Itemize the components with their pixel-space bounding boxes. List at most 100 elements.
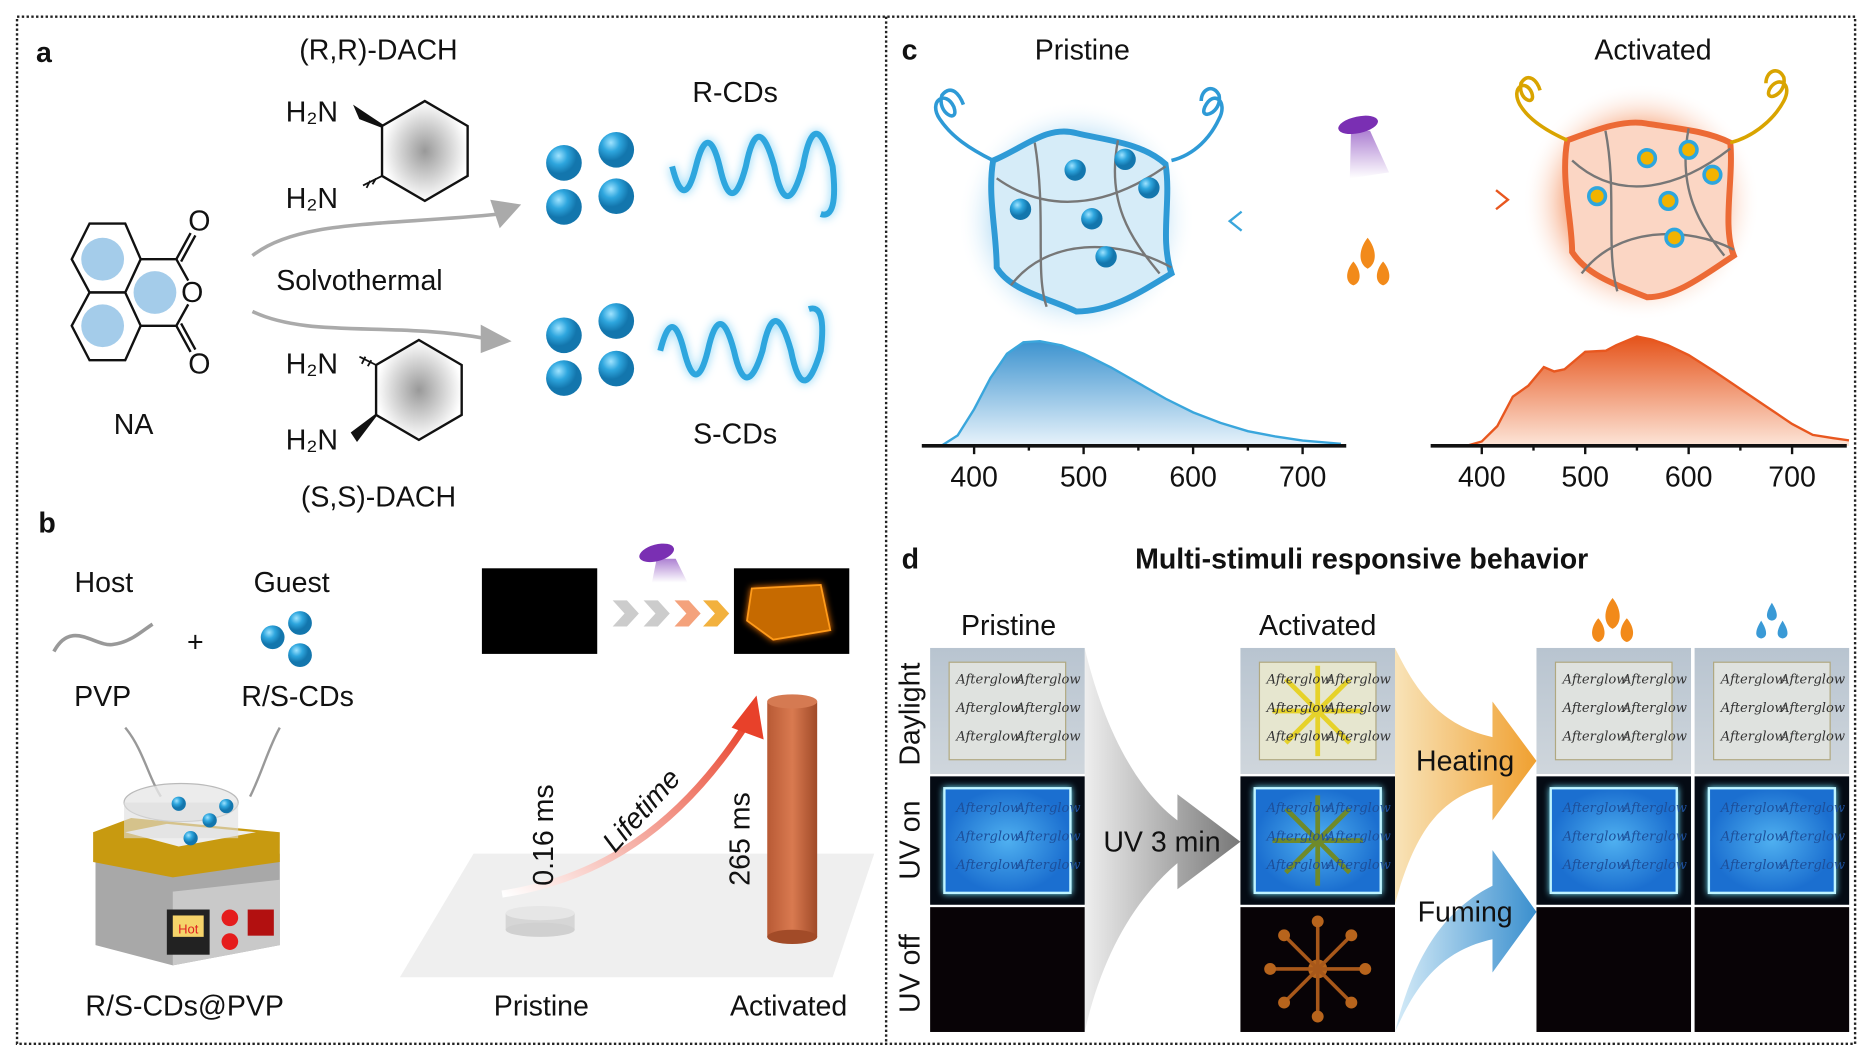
- uv-lamp-icon: [639, 543, 688, 583]
- host-label: Host: [75, 567, 134, 599]
- photo-pristine-uv-off: [930, 907, 1085, 1032]
- progress-chevrons-icon: [612, 600, 730, 627]
- sample-handwriting: Afterglow: [1266, 801, 1332, 816]
- sample-handwriting: Afterglow: [1325, 830, 1391, 845]
- photo-activated-uv-off: [1240, 907, 1395, 1032]
- sample-handwriting: Afterglow: [1015, 730, 1081, 745]
- sample-handwriting: Afterglow: [1562, 830, 1628, 845]
- lifetime-arrow: [501, 717, 753, 898]
- heating-label: Heating: [1416, 745, 1514, 777]
- sample-handwriting: Afterglow: [1621, 730, 1687, 745]
- sample-handwriting: Afterglow: [1015, 673, 1081, 688]
- photo-grid: AfterglowAfterglowAfterglowAfterglowAfte…: [930, 647, 1850, 1032]
- sample-handwriting: Afterglow: [1562, 673, 1628, 688]
- sample-handwriting: Afterglow: [1015, 701, 1081, 716]
- uv-lamp-icon: [1338, 115, 1390, 179]
- pristine-disc: [505, 905, 575, 937]
- sample-handwriting: Afterglow: [1266, 673, 1332, 688]
- sample-handwriting: Afterglow: [955, 858, 1021, 873]
- uv-step-label: UV 3 min: [1103, 826, 1220, 858]
- na-molecule: O O O: [70, 206, 210, 380]
- r-helix-icon: [669, 130, 838, 218]
- oxygen-label: O: [181, 277, 203, 309]
- pristine-matrix-icon: [933, 86, 1224, 339]
- oxygen-label: O: [188, 206, 210, 238]
- s-cds-label: S-CDs: [693, 418, 777, 450]
- heating-flame-icon: [1592, 598, 1634, 643]
- sample-handwriting: Afterglow: [1325, 730, 1391, 745]
- sample-handwriting: Afterglow: [1779, 801, 1845, 816]
- panel-d: d Multi-stimuli responsive behavior Pris…: [894, 543, 1850, 1032]
- r-cds-dots: [546, 131, 635, 225]
- col-pristine-label: Pristine: [961, 610, 1056, 642]
- photo-heated-daylight: AfterglowAfterglowAfterglowAfterglowAfte…: [1536, 647, 1692, 774]
- panel-label-a: a: [36, 37, 53, 69]
- row-label-daylight: Daylight: [894, 663, 926, 766]
- hot-display: Hot: [178, 921, 199, 936]
- x-tick-label: 500: [1060, 461, 1108, 493]
- fuming-drops-icon: [1756, 602, 1788, 639]
- sample-handwriting: Afterglow: [1779, 673, 1845, 688]
- h2n-label: H₂N: [286, 96, 338, 128]
- photo-heated-uv-on: AfterglowAfterglowAfterglowAfterglowAfte…: [1536, 776, 1692, 905]
- h2n-label: H₂N: [286, 348, 338, 380]
- x-tick-label: 700: [1768, 461, 1816, 493]
- guest-dots: [260, 611, 312, 667]
- reaction-arrow-s: [251, 309, 489, 341]
- panel-d-title: Multi-stimuli responsive behavior: [1135, 543, 1588, 575]
- sample-handwriting: Afterglow: [955, 701, 1021, 716]
- sample-handwriting: Afterglow: [955, 801, 1021, 816]
- photo-fumed-uv-on: AfterglowAfterglowAfterglowAfterglowAfte…: [1694, 776, 1850, 905]
- r-cds-label: R-CDs: [692, 77, 778, 109]
- sample-handwriting: Afterglow: [1562, 858, 1628, 873]
- sample-handwriting: Afterglow: [1266, 701, 1332, 716]
- composite-label: R/S-CDs@PVP: [85, 990, 283, 1022]
- sample-handwriting: Afterglow: [1720, 858, 1786, 873]
- sample-handwriting: Afterglow: [1720, 730, 1786, 745]
- arrowhead-icon: [490, 199, 522, 229]
- pristine-label: Pristine: [494, 990, 589, 1022]
- sample-handwriting: Afterglow: [1621, 801, 1687, 816]
- photo-activated-daylight: AfterglowAfterglowAfterglowAfterglowAfte…: [1240, 647, 1395, 774]
- ss-dach-structure: H₂N H₂N: [286, 338, 463, 456]
- sample-handwriting: Afterglow: [1621, 673, 1687, 688]
- photo-heated-uv-off: [1536, 907, 1692, 1032]
- activated-title: Activated: [1594, 34, 1711, 66]
- activated-lifetime-value: 265 ms: [724, 792, 756, 886]
- sample-handwriting: Afterglow: [1266, 858, 1332, 873]
- row-label-uv-off: UV off: [894, 934, 926, 1013]
- arrowhead-icon: [480, 324, 512, 354]
- sample-handwriting: Afterglow: [1562, 701, 1628, 716]
- x-tick-label: 700: [1279, 461, 1327, 493]
- photo-pristine-daylight: AfterglowAfterglowAfterglowAfterglowAfte…: [930, 647, 1085, 774]
- sample-handwriting: Afterglow: [1720, 801, 1786, 816]
- rr-dach-label: (R,R)-DACH: [299, 34, 457, 66]
- spectrum-line: [940, 340, 1342, 447]
- na-label: NA: [114, 409, 154, 441]
- s-helix-icon: [657, 305, 826, 384]
- flame-icon: [1347, 237, 1390, 286]
- sample-handwriting: Afterglow: [1621, 830, 1687, 845]
- h2n-label: H₂N: [286, 183, 338, 215]
- panel-b: b Host Guest + PVP R/S-CDs Hot R/S-CDs@: [38, 508, 875, 1022]
- pristine-photo: [481, 568, 598, 654]
- sample-handwriting: Afterglow: [1779, 830, 1845, 845]
- arrowhead-icon: [1227, 210, 1243, 232]
- sample-handwriting: Afterglow: [955, 730, 1021, 745]
- pristine-title: Pristine: [1035, 34, 1130, 66]
- uv-arrow: [1084, 647, 1241, 1032]
- spectrum-area: [1466, 336, 1849, 446]
- sample-handwriting: Afterglow: [1779, 701, 1845, 716]
- rr-dach-structure: H₂N H₂N: [286, 96, 469, 215]
- sample-handwriting: Afterglow: [955, 673, 1021, 688]
- x-tick-label: 600: [1169, 461, 1217, 493]
- pvp-label: PVP: [74, 681, 131, 713]
- guest-label: Guest: [254, 567, 330, 599]
- panel-label-b: b: [38, 508, 55, 540]
- sample-handwriting: Afterglow: [1779, 858, 1845, 873]
- oxygen-label: O: [188, 348, 210, 380]
- sample-handwriting: Afterglow: [1621, 701, 1687, 716]
- pristine-lifetime-value: 0.16 ms: [528, 784, 560, 885]
